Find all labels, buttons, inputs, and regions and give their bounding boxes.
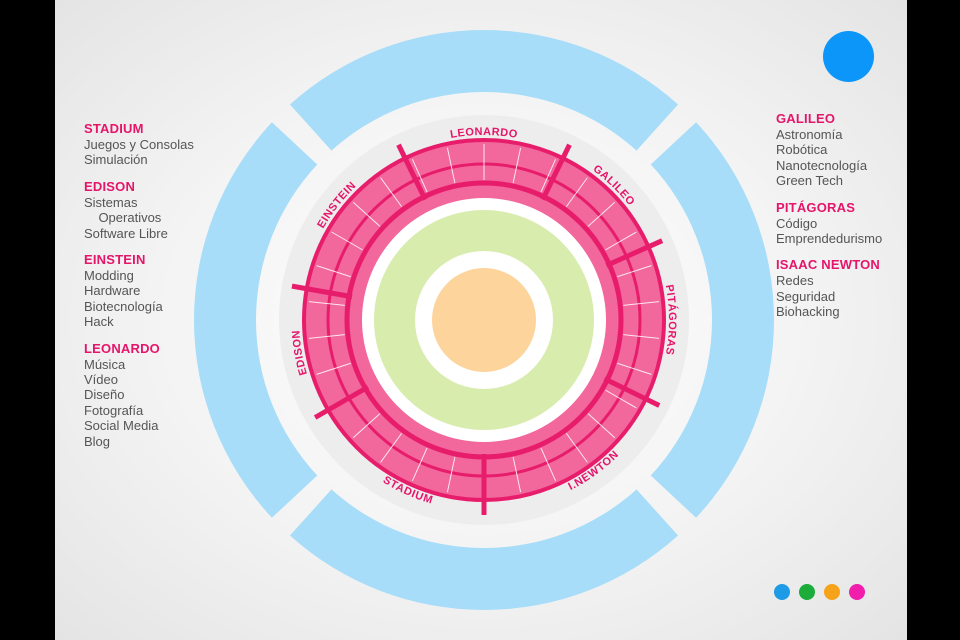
legend-item[interactable]: Redes — [776, 273, 814, 289]
zone-cell-divider — [623, 301, 660, 306]
legend-group-title[interactable]: GALILEO — [776, 111, 836, 126]
zone-cell-divider — [411, 447, 428, 481]
zone-cell-divider — [316, 362, 352, 375]
zone-cell-divider — [308, 334, 345, 339]
zone-section-divider — [540, 143, 572, 201]
zone-section-divider — [605, 238, 664, 268]
outer-segment-3[interactable] — [289, 489, 679, 611]
legend-item[interactable]: Código — [776, 215, 818, 231]
legend-item[interactable]: Sistemas — [84, 194, 138, 210]
legend-group-title[interactable]: ISAAC NEWTON — [776, 257, 880, 273]
legend-item[interactable]: Hack — [84, 314, 114, 330]
legend-item[interactable]: Música — [84, 356, 126, 372]
zone-cell-divider — [446, 456, 456, 493]
zone-cell-divider — [540, 447, 557, 481]
zone-cell-divider — [565, 177, 588, 208]
legend-item[interactable]: Blog — [84, 433, 111, 449]
legend-group-title[interactable]: EDISON — [84, 178, 136, 194]
outer-ring[interactable] — [194, 29, 775, 611]
zone-section-divider — [313, 384, 370, 420]
legend-group-title[interactable]: STADIUM — [84, 121, 144, 136]
zone-cell-divider — [587, 201, 616, 227]
legend-item[interactable]: Biohacking — [776, 304, 840, 320]
zone-cell-divider — [616, 362, 652, 375]
outer-segment-4[interactable] — [194, 122, 318, 518]
legend-group-title[interactable]: EINSTEIN — [84, 252, 146, 268]
zone-cell-divider — [540, 159, 557, 193]
legend-item[interactable]: Diseño — [84, 387, 125, 403]
page-dot-3[interactable] — [824, 584, 840, 600]
zone-cell-divider — [411, 159, 428, 193]
legend-item[interactable]: Simulación — [84, 152, 148, 168]
zone-label-pit-goras[interactable]: PITÁGORAS — [663, 284, 679, 356]
zone-cell-divider — [616, 265, 652, 278]
page-dot-1[interactable] — [774, 584, 790, 600]
zone-cell-divider — [512, 147, 522, 184]
zone-cell-divider — [316, 265, 352, 278]
legend-item[interactable]: Robótica — [776, 142, 828, 158]
status-dot[interactable] — [823, 31, 874, 82]
legend-item[interactable]: Social Media — [84, 418, 159, 434]
outer-segment-1[interactable] — [289, 29, 679, 151]
zone-cell-divider — [512, 456, 522, 493]
legend-item[interactable]: Software Libre — [84, 225, 168, 241]
zone-cell-divider — [446, 147, 456, 184]
zone-cell-divider — [352, 201, 381, 227]
outer-segment-2[interactable] — [650, 122, 775, 518]
zone-cell-divider — [331, 231, 364, 251]
page-dot-2[interactable] — [799, 584, 815, 600]
zone-cell-divider — [308, 301, 345, 306]
zone-section-divider — [603, 376, 661, 408]
zone-section-divider — [396, 143, 428, 201]
zone-cell-divider — [565, 432, 588, 463]
zone-cell-divider — [604, 231, 637, 251]
legend-item[interactable]: Modding — [84, 268, 134, 284]
zone-cell-divider — [587, 413, 616, 439]
legend-item[interactable]: Astronomía — [776, 127, 843, 142]
legend-item[interactable]: Nanotecnología — [776, 157, 868, 173]
zone-cell-divider — [352, 413, 381, 439]
zone-cell-divider — [604, 389, 637, 409]
center-core[interactable] — [432, 268, 536, 372]
zone-cell-divider — [380, 177, 403, 208]
zone-cell-divider — [623, 334, 660, 339]
page-dot-4[interactable] — [849, 584, 865, 600]
zone-cell-divider — [380, 432, 403, 463]
legend-item[interactable]: Biotecnología — [84, 298, 163, 314]
legend-item[interactable]: Green Tech — [776, 173, 843, 189]
legend-item[interactable]: Vídeo — [84, 372, 118, 388]
legend-item[interactable]: Seguridad — [776, 288, 836, 304]
zone-label-leonardo[interactable]: LEONARDO — [449, 126, 518, 141]
legend-item[interactable]: Emprendedurismo — [776, 231, 883, 247]
zone-section-divider — [291, 283, 353, 300]
legend-group-title[interactable]: LEONARDO — [84, 340, 160, 356]
legend-group-title[interactable]: PITÁGORAS — [776, 199, 856, 215]
legend-item[interactable]: Operativos — [84, 210, 162, 226]
legend-item[interactable]: Hardware — [84, 283, 141, 299]
legend-item[interactable]: Juegos y Consolas — [84, 137, 194, 152]
legend-item[interactable]: Fotografía — [84, 402, 144, 418]
page-indicator — [774, 584, 865, 600]
